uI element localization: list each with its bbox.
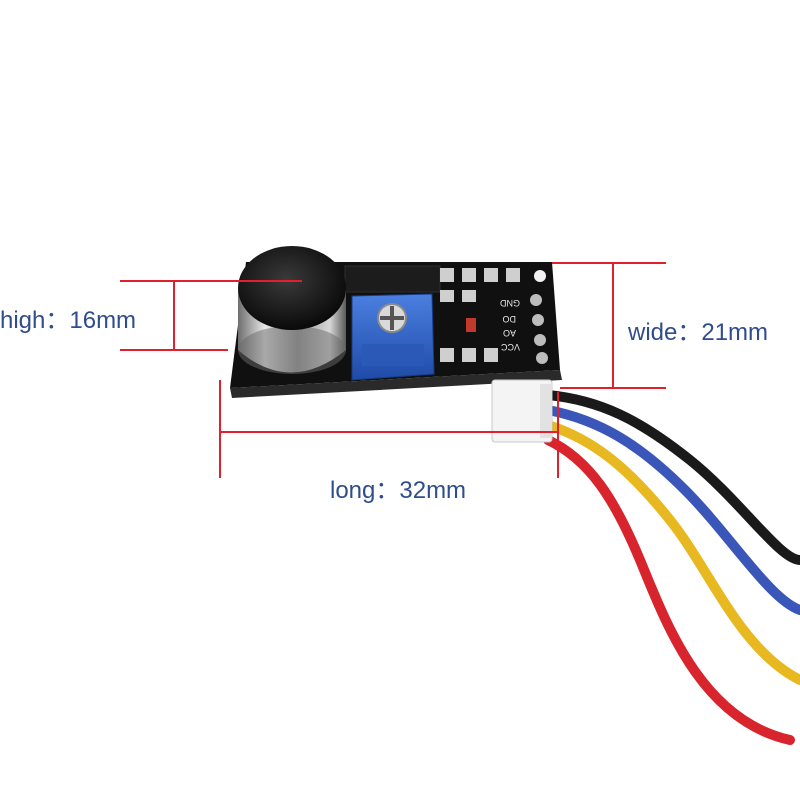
wire-blue [543,405,800,615]
high-dimension-label: high：16mm [0,307,137,334]
led [466,318,476,332]
wire-connector [491,379,553,443]
long-dimension-label: long：32mm [330,477,467,504]
wire-black [543,390,800,565]
wire-yellow [543,420,800,685]
potentiometer [351,293,435,381]
wire-bundle [543,390,800,745]
dimension-lines [120,262,666,478]
silkscreen-do: DO [503,314,517,324]
wire-red [543,435,795,745]
solder-pads [440,268,520,362]
silkscreen-ao: AO [503,328,516,338]
silkscreen-vcc: VCC [500,342,520,352]
header-pins [530,294,548,364]
wide-dimension-label: wide：21mm [628,319,769,346]
silkscreen-gnd: GND [500,298,521,308]
microphone-capsule [238,246,346,374]
